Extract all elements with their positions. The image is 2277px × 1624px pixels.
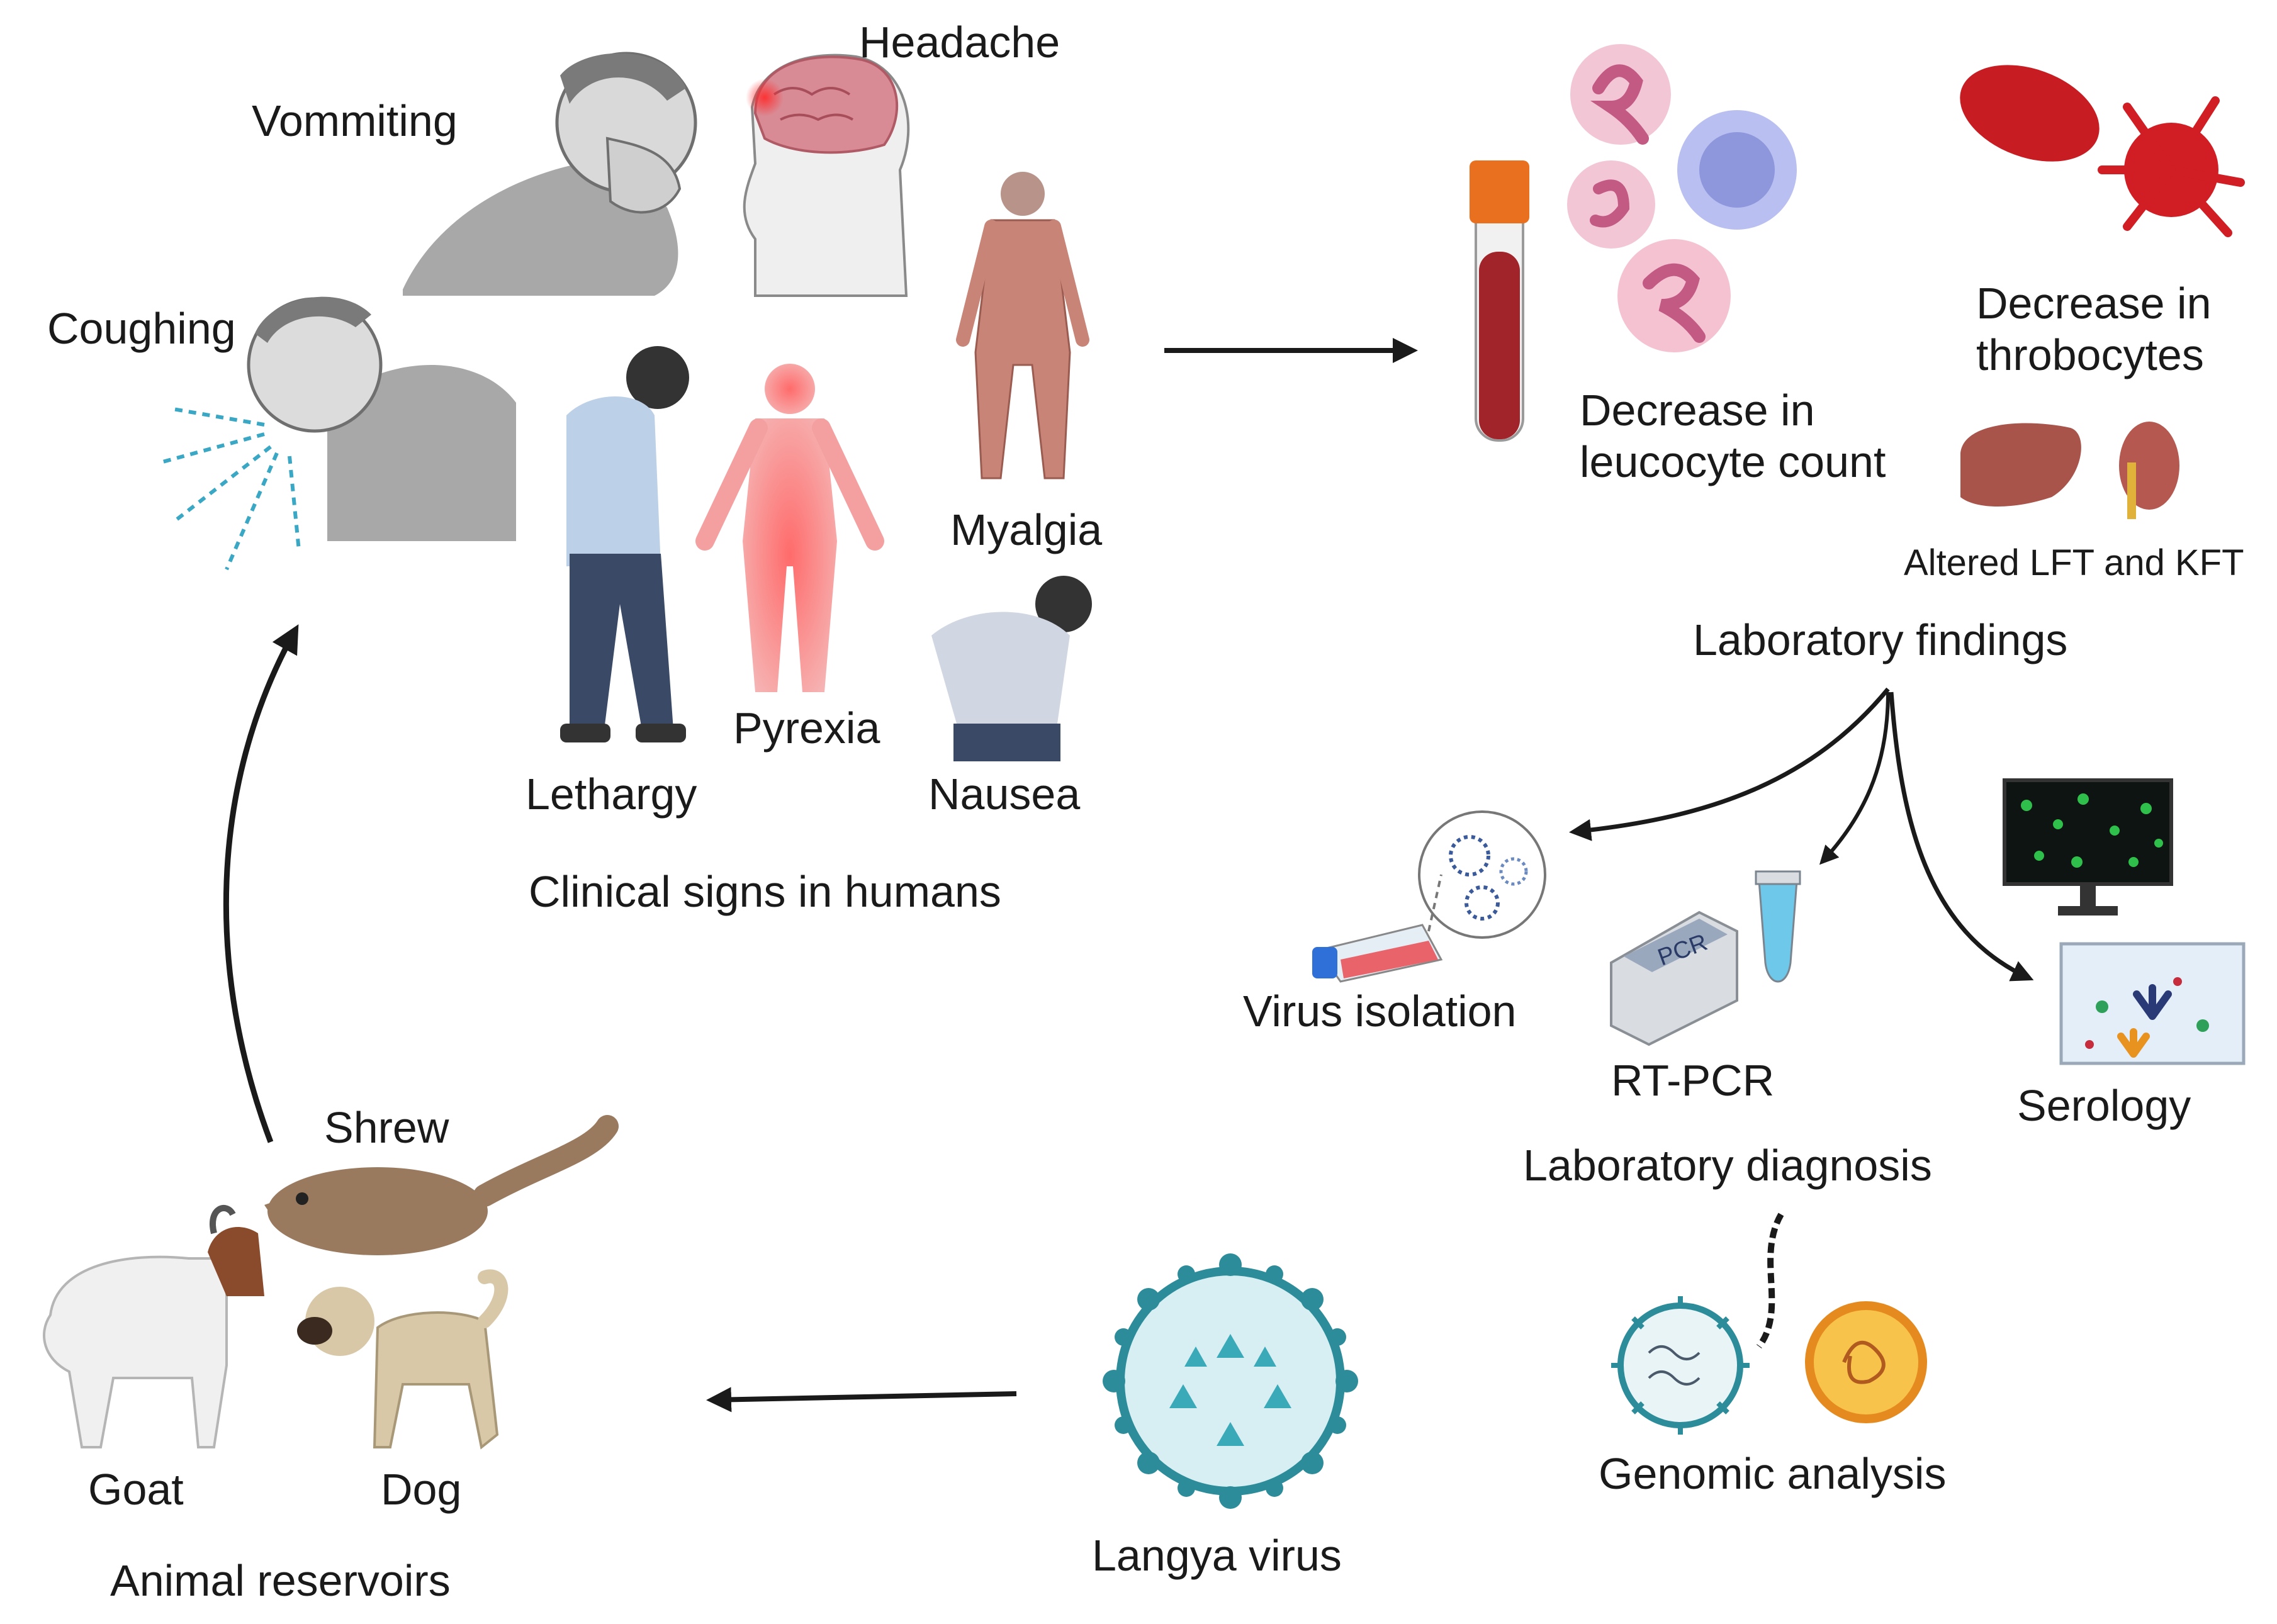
virus-isolation-flask-icon (1312, 810, 1546, 983)
shrew-icon (264, 1115, 619, 1255)
pcr-machine-icon: PCR (1610, 870, 1801, 1046)
serology-monitor-dish-icon (2003, 778, 2246, 1065)
lethargy-person-icon (560, 346, 689, 742)
label-lft-kft: Altered LFT and KFT (1904, 542, 2244, 583)
nausea-person-icon (931, 576, 1092, 761)
langya-virus-icon (1103, 1253, 1358, 1509)
label-genomic-analysis: Genomic analysis (1599, 1449, 1947, 1498)
lab-findings-title: Laboratory findings (1693, 615, 2068, 664)
myalgia-muscle-body-icon (956, 172, 1089, 479)
genomic-analysis-icon (1611, 1212, 1927, 1435)
dog-icon (297, 1269, 509, 1450)
leucocyte-cells-icon (1567, 44, 1797, 352)
clinical-section-title: Clinical signs in humans (529, 867, 1001, 916)
label-shrew: Shrew (324, 1103, 449, 1152)
vomiting-person-icon (403, 52, 697, 296)
arrow-virus-to-reservoir (706, 1387, 1017, 1413)
label-langya-virus: Langya virus (1092, 1531, 1342, 1580)
rbc-platelet-icon (1960, 65, 2245, 237)
label-myalgia: Myalgia (950, 505, 1103, 554)
label-goat: Goat (88, 1465, 184, 1514)
label-virus-isolation: Virus isolation (1243, 987, 1517, 1036)
coughing-person-icon (160, 296, 516, 571)
animal-reservoirs-title: Animal reservoirs (110, 1556, 451, 1605)
label-headache: Headache (859, 18, 1060, 67)
label-pyrexia: Pyrexia (733, 703, 880, 753)
label-serology: Serology (2017, 1081, 2191, 1130)
arrow-to-rtpcr (1819, 692, 1890, 865)
label-thrombocyte-line2: throbocytes (1976, 330, 2204, 379)
label-coughing: Coughing (47, 304, 236, 353)
liver-kidney-icon (1960, 422, 2179, 519)
label-vomiting: Vommiting (252, 96, 458, 145)
arrow-to-serology (1889, 692, 2034, 982)
flow-arrows (223, 338, 2034, 1413)
headache-head-icon (743, 53, 910, 297)
goat-icon (43, 1205, 264, 1448)
label-rtpcr: RT-PCR (1611, 1056, 1775, 1105)
label-nausea: Nausea (928, 770, 1081, 819)
label-thrombocyte-line1: Decrease in (1976, 279, 2212, 328)
lab-diagnosis-title: Laboratory diagnosis (1523, 1141, 1932, 1190)
label-dog: Dog (381, 1465, 462, 1514)
label-leucocyte-line2: leucocyte count (1580, 437, 1886, 486)
label-leucocyte-line1: Decrease in (1580, 386, 1815, 435)
pyrexia-fever-body-icon (695, 364, 884, 692)
label-lethargy: Lethargy (526, 770, 697, 819)
arrow-to-virus-isolation (1569, 687, 1890, 841)
blood-tube-icon (1470, 160, 1529, 442)
arrow-reservoir-to-humans (223, 624, 299, 1143)
